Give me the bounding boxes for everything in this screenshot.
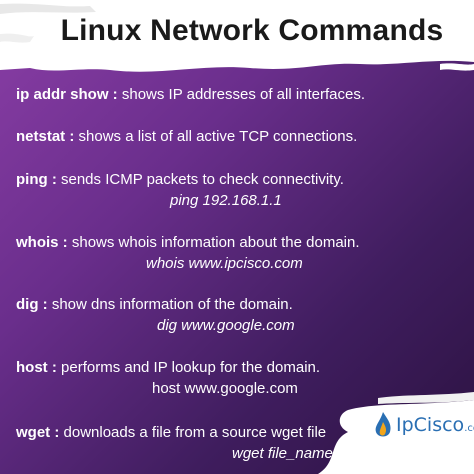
command-name: wget — [16, 424, 51, 441]
command-sep: : — [38, 296, 52, 313]
command-name: netstat — [16, 128, 66, 145]
command-sep: : — [58, 234, 72, 251]
command-name: whois — [16, 234, 59, 251]
command-sep: : — [108, 86, 122, 103]
command-example-wget: wget file_name — [232, 445, 333, 462]
command-example-ping: ping 192.168.1.1 — [170, 192, 282, 209]
page-title: Linux Network Commands — [60, 14, 444, 47]
command-name: host — [16, 359, 48, 376]
logo-text: IpCisco — [396, 414, 465, 436]
command-desc: shows whois information about the domain… — [71, 234, 360, 251]
command-netstat: netstat : shows a list of all active TCP… — [16, 128, 357, 145]
command-desc: shows a list of all active TCP connectio… — [78, 128, 358, 145]
command-wget: wget : downloads a file from a source wg… — [16, 424, 326, 441]
title-brush-stroke — [0, 0, 474, 72]
logo-wordmark: IpCisco.com — [396, 414, 474, 436]
logo-suffix: .com — [464, 423, 474, 434]
command-example-whois: whois www.ipcisco.com — [146, 255, 303, 272]
command-ping: ping : sends ICMP packets to check conne… — [16, 171, 344, 188]
command-example-dig: dig www.google.com — [157, 317, 295, 334]
command-ip-addr-show: ip addr show : shows IP addresses of all… — [16, 86, 365, 103]
command-sep: : — [65, 128, 79, 145]
command-desc: show dns information of the domain. — [51, 296, 293, 313]
logo-brush-stroke — [318, 392, 474, 474]
command-host: host : performs and IP lookup for the do… — [16, 359, 320, 376]
command-whois: whois : shows whois information about th… — [16, 234, 360, 251]
command-desc: shows IP addresses of all interfaces. — [121, 86, 366, 103]
command-desc: sends ICMP packets to check connectivity… — [61, 171, 344, 188]
command-example-host: host www.google.com — [152, 380, 298, 397]
command-sep: : — [50, 424, 64, 441]
command-name: ip addr show — [16, 86, 109, 103]
command-sep: : — [47, 359, 62, 376]
flame-logo-icon — [375, 412, 391, 437]
command-desc: downloads a file from a source wget file — [63, 424, 327, 441]
command-name: ping — [16, 171, 48, 188]
command-name: dig — [16, 296, 39, 313]
command-dig: dig : show dns information of the domain… — [16, 296, 293, 313]
command-sep: : — [47, 171, 61, 188]
command-desc: performs and IP lookup for the domain. — [61, 359, 321, 376]
